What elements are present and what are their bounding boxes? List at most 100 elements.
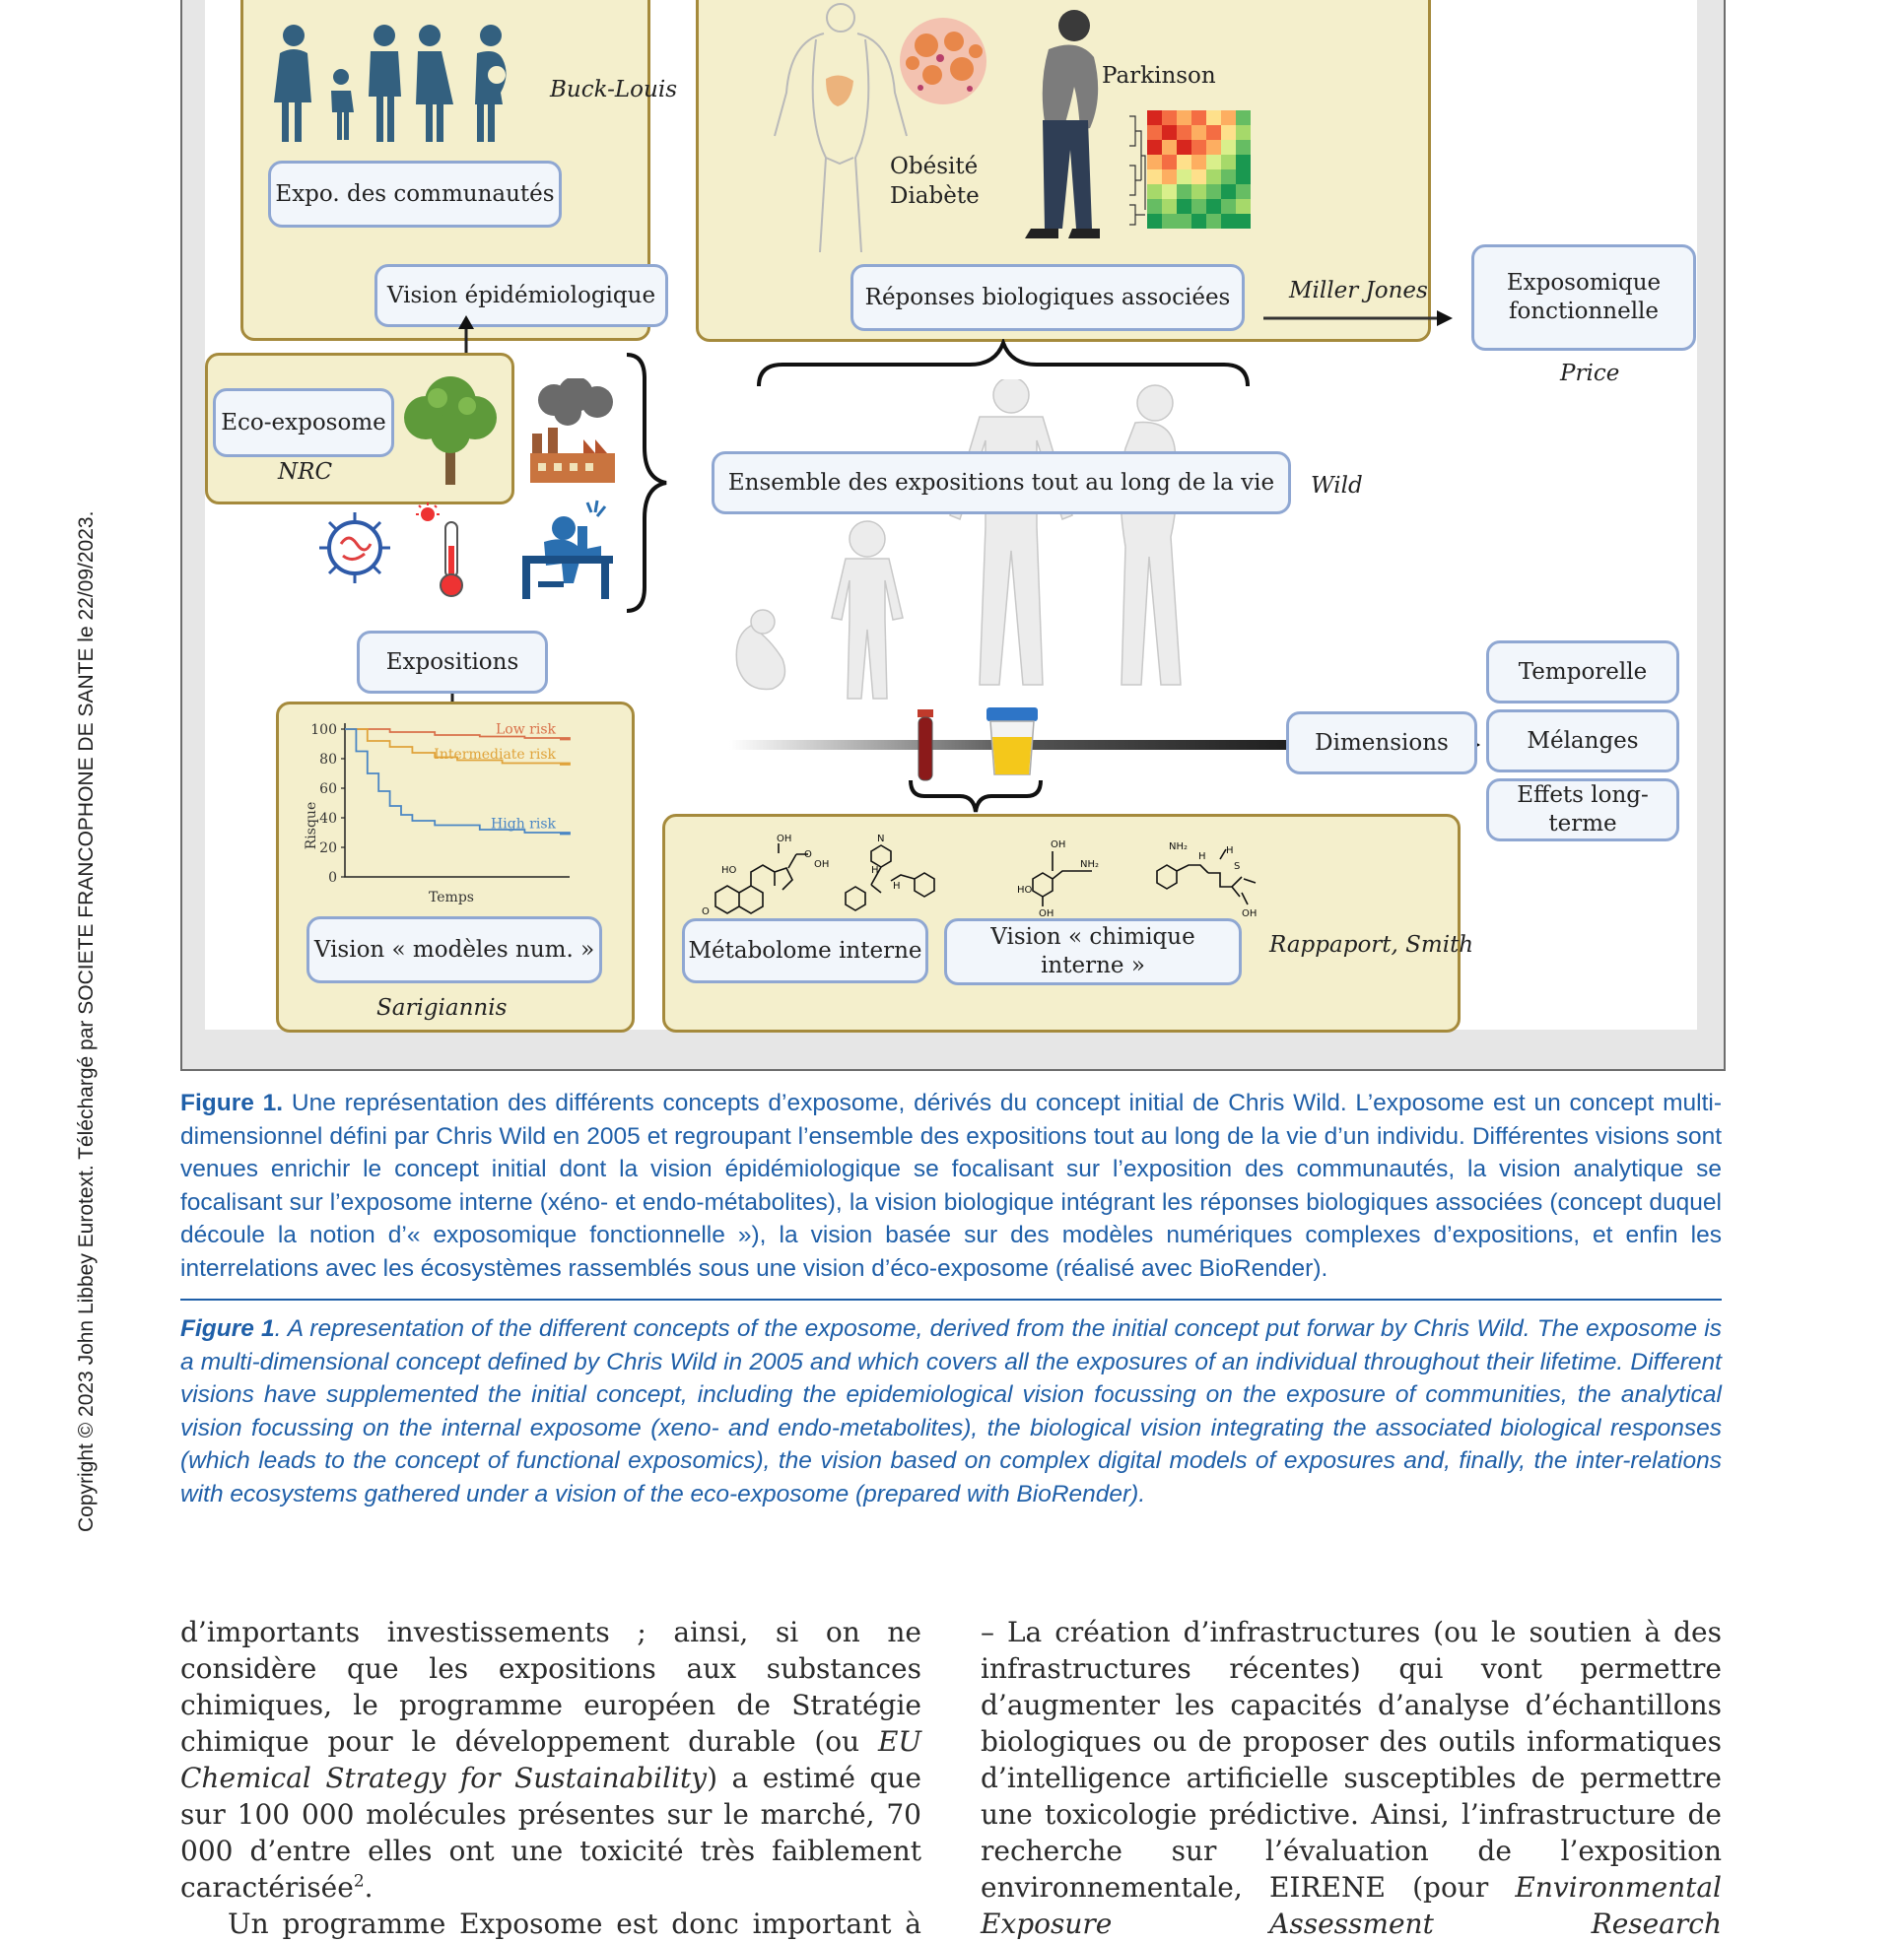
heatmap-cell	[1236, 184, 1251, 199]
heatmap-cell	[1162, 214, 1177, 229]
label-parkinson: Parkinson	[1102, 63, 1216, 89]
heatmap-cell	[1221, 125, 1236, 140]
heatmap-cell	[1162, 140, 1177, 155]
author-miller-jones: Miller Jones	[1289, 278, 1428, 303]
chart-series-line-0	[345, 728, 571, 741]
heatmap-cell	[1236, 169, 1251, 184]
author-nrc: NRC	[278, 459, 333, 485]
heatmap-cell	[1177, 155, 1191, 169]
svg-text:NH₂: NH₂	[1080, 859, 1099, 870]
chart-y-tick-label: 40	[319, 811, 337, 827]
exposomique-line-1: Exposomique	[1506, 270, 1662, 297]
figure-canvas: Buck-Louis Expo. des communautés Vision …	[205, 0, 1697, 1033]
heatmap-cell	[1221, 169, 1236, 184]
svg-text:H: H	[893, 881, 901, 892]
box-vision-chimique-interne: Vision « chimique interne »	[944, 918, 1242, 985]
heatmap-illustration	[1129, 110, 1251, 229]
heatmap-cell	[1206, 155, 1221, 169]
heatmap-cell	[1162, 169, 1177, 184]
arrow-to-exposomique	[1263, 310, 1453, 326]
figure-caption-english: Figure 1. A representation of the differ…	[180, 1312, 1722, 1510]
body-left-p1-end: ) a estimé que sur 100 000 molécules pré…	[180, 1762, 921, 1904]
heatmap-cell	[1206, 184, 1221, 199]
box-eco-exposome: Eco-exposome	[213, 388, 394, 457]
svg-text:HO: HO	[1017, 885, 1033, 896]
chart-y-tick-label: 20	[319, 840, 337, 856]
exposomique-line-2: fonctionnelle	[1508, 299, 1660, 324]
heatmap-cell	[1162, 155, 1177, 169]
svg-text:H: H	[871, 865, 879, 876]
label-diabete: Diabète	[890, 183, 980, 209]
heatmap-cell	[1147, 199, 1162, 214]
chart-y-tick-label: 0	[328, 870, 337, 886]
chart-y-tick-label: 80	[319, 752, 337, 768]
svg-text:O: O	[804, 849, 812, 860]
parkinson-patient-illustration	[1025, 10, 1100, 238]
chart-y-tick-label: 60	[319, 781, 337, 797]
author-buck-louis: Buck-Louis	[550, 77, 677, 102]
heatmap-cell	[1206, 110, 1221, 125]
heatmap-cell	[1147, 110, 1162, 125]
thermometer-sun-icon	[416, 502, 463, 597]
heatmap-cell	[1191, 169, 1206, 184]
svg-text:N: N	[877, 834, 884, 844]
heatmap-cell	[1191, 125, 1206, 140]
top-curly-brace	[757, 339, 1250, 387]
box-ensemble-expositions: Ensemble des expositions tout au long de…	[712, 451, 1291, 514]
svg-text:OH: OH	[1242, 908, 1257, 919]
chart-series-line-1	[345, 728, 571, 766]
body-left-paragraph-1: d’importants investissements ; ainsi, si…	[180, 1614, 921, 1906]
heatmap-cell	[1206, 214, 1221, 229]
box-metabolome-interne: Métabolome interne	[682, 918, 928, 983]
body-left-p1-text: d’importants investissements ; ainsi, si…	[180, 1616, 921, 1758]
body-right-p1-text: – La création d’infrastructures (ou le s…	[981, 1616, 1722, 1904]
heatmap-cell	[1221, 110, 1236, 125]
urine-cup-icon	[986, 707, 1038, 775]
heatmap-cell	[1221, 214, 1236, 229]
body-column-left: d’importants investissements ; ainsi, si…	[180, 1614, 921, 1942]
caption-fr-label: Figure 1.	[180, 1090, 284, 1116]
caption-en-text: . A representation of the different conc…	[180, 1315, 1722, 1507]
author-wild: Wild	[1311, 473, 1363, 499]
heatmap-dendrogram	[1129, 115, 1146, 226]
author-sarigiannis: Sarigiannis	[376, 995, 508, 1021]
box-vision-epidemiologique: Vision épidémiologique	[374, 264, 668, 327]
factory-pollution-icon	[530, 378, 615, 483]
virus-icon	[319, 512, 390, 583]
body-left-p1-tail: .	[364, 1871, 374, 1904]
heatmap-cell	[1147, 125, 1162, 140]
heatmap-cell	[1177, 125, 1191, 140]
box-vision-modeles-num: Vision « modèles num. »	[306, 916, 602, 983]
heatmap-cell	[1206, 169, 1221, 184]
tree-icon	[404, 376, 497, 485]
heatmap-cell	[1162, 110, 1177, 125]
heatmap-cell	[1221, 140, 1236, 155]
box-expositions: Expositions	[357, 631, 548, 694]
family-icon	[274, 25, 507, 142]
copyright-sidebar-note: Copyright © 2023 John Libbey Eurotext. T…	[75, 510, 98, 1532]
heatmap-cell	[1162, 125, 1177, 140]
author-rappaport-smith: Rappaport, Smith	[1269, 932, 1474, 958]
adipose-tissue-illustration	[900, 18, 986, 104]
heatmap-cell	[1177, 110, 1191, 125]
heatmap-cell	[1236, 155, 1251, 169]
svg-text:OH: OH	[814, 859, 829, 870]
svg-text:OH: OH	[1051, 839, 1065, 850]
chart-y-axis-label: Risque	[304, 802, 319, 849]
chart-series-label-1: Intermediate risk	[434, 747, 556, 763]
heatmap-cell	[1191, 214, 1206, 229]
heatmap-cell	[1236, 140, 1251, 155]
heatmap-cell	[1162, 199, 1177, 214]
body-right-paragraph-1: – La création d’infrastructures (ou le s…	[981, 1614, 1722, 1942]
heatmap-cell	[1191, 140, 1206, 155]
box-exposomique-fonctionnelle: Exposomique fonctionnelle	[1471, 244, 1696, 351]
heatmap-cell	[1177, 140, 1191, 155]
arrow-up-to-epidemio	[458, 315, 474, 357]
label-obesite: Obésité	[890, 154, 979, 179]
body-left-footnote-ref[interactable]: 2	[353, 1871, 365, 1892]
heatmap-cell	[1236, 214, 1251, 229]
box-expo-communautes: Expo. des communautés	[268, 161, 562, 228]
heatmap-cell	[1206, 125, 1221, 140]
caption-en-label: Figure 1	[180, 1315, 275, 1342]
